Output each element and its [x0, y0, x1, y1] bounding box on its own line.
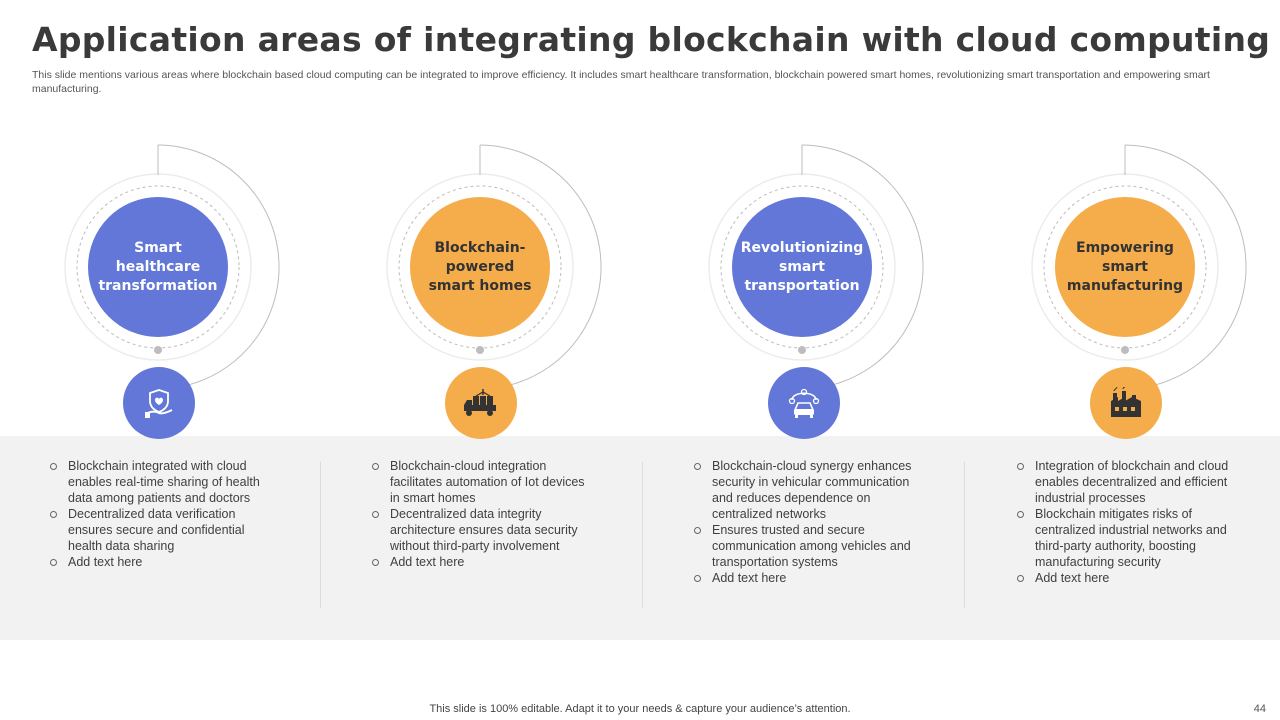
- area-bullet-list: Blockchain-cloud integration facilitates…: [370, 458, 594, 570]
- list-item: Blockchain-cloud synergy enhances securi…: [692, 458, 916, 522]
- area-bullet-list: Blockchain integrated with cloud enables…: [48, 458, 272, 570]
- list-item: Blockchain mitigates risks of centralize…: [1015, 506, 1239, 570]
- page-title: Application areas of integrating blockch…: [32, 20, 1271, 59]
- list-item: Add text here: [48, 554, 272, 570]
- list-item: Blockchain-cloud integration facilitates…: [370, 458, 594, 506]
- factory-icon: [1090, 367, 1162, 439]
- decorative-rings: [64, 144, 280, 386]
- decorative-rings: [386, 144, 602, 386]
- decorative-rings: [708, 144, 924, 386]
- list-item: Decentralized data integrity architectur…: [370, 506, 594, 554]
- healthcare-hand-shield-icon: [123, 367, 195, 439]
- list-item: Integration of blockchain and cloud enab…: [1015, 458, 1239, 506]
- page-subtitle: This slide mentions various areas where …: [32, 69, 1210, 95]
- list-item: Ensures trusted and secure communication…: [692, 522, 916, 570]
- list-item: Decentralized data verification ensures …: [48, 506, 272, 554]
- smart-home-delivery-truck-icon: [445, 367, 517, 439]
- list-item: Add text here: [1015, 570, 1239, 586]
- list-item: Add text here: [370, 554, 594, 570]
- list-item: Add text here: [692, 570, 916, 586]
- column-divider: [320, 462, 321, 608]
- column-divider: [642, 462, 643, 608]
- column-divider: [964, 462, 965, 608]
- bullet-band: [0, 436, 1280, 640]
- footer-note: This slide is 100% editable. Adapt it to…: [429, 703, 851, 715]
- connected-car-icon: [768, 367, 840, 439]
- list-item: Blockchain integrated with cloud enables…: [48, 458, 272, 506]
- area-bullet-list: Integration of blockchain and cloud enab…: [1015, 458, 1239, 586]
- page-number: 44: [1253, 703, 1266, 715]
- decorative-rings: [1031, 144, 1247, 386]
- area-bullet-list: Blockchain-cloud synergy enhances securi…: [692, 458, 916, 586]
